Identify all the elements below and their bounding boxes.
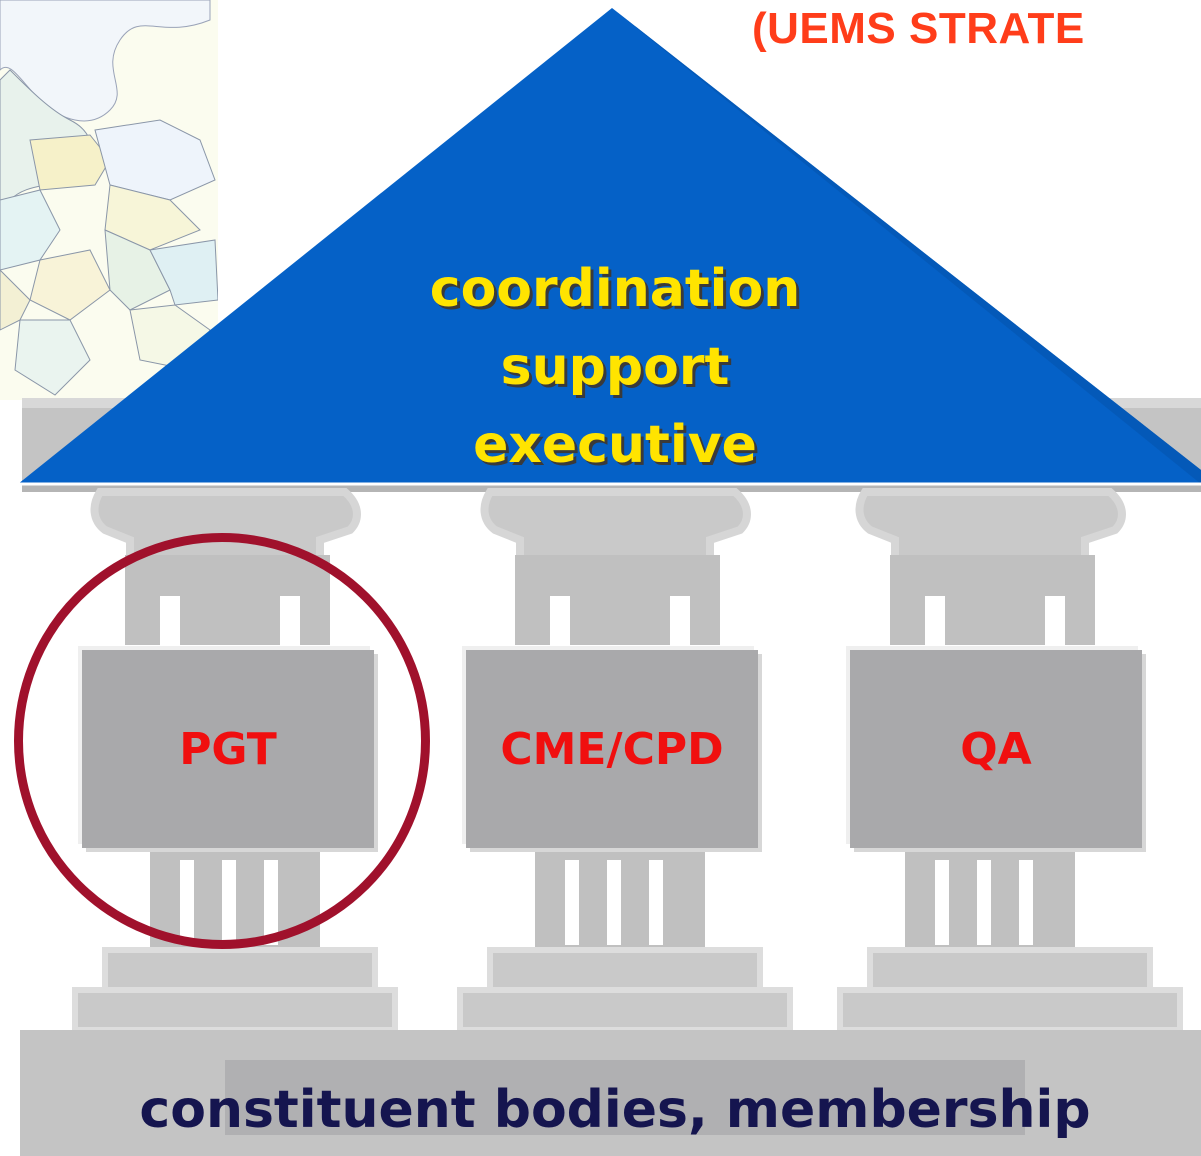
base-label: constituent bodies, membership: [139, 1080, 1091, 1140]
column-3: [837, 488, 1183, 1033]
europe-map-image: [0, 0, 218, 400]
pillar-pgt: PGT: [82, 650, 374, 848]
roof-line-2: support: [500, 337, 730, 397]
pillar-qa: QA: [850, 650, 1142, 848]
roof-line-1: coordination: [429, 259, 801, 319]
pillar-cme-cpd: CME/CPD: [466, 650, 758, 848]
roof-triangle: [18, 8, 1201, 484]
column-1: [72, 488, 398, 1033]
slide-title: (UEMS STRATE: [752, 4, 1085, 53]
pillar-label: PGT: [179, 723, 277, 775]
pillar-label: CME/CPD: [500, 723, 724, 775]
pillar-label: QA: [960, 723, 1032, 775]
column-2: [457, 488, 793, 1033]
roof-line-3: executive: [473, 415, 757, 475]
